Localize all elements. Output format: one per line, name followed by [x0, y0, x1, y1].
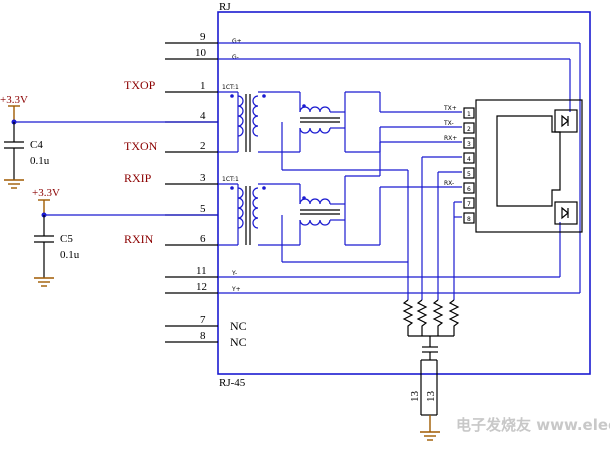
center-tap-wires — [281, 122, 462, 300]
net-label-rxip: RXIP — [124, 171, 152, 185]
pin-number-5: 5 — [200, 203, 206, 215]
transformer-bottom-ratio: 1CT:1 — [222, 176, 239, 183]
jack-signal-tx-minus: TX- — [443, 120, 454, 127]
pin-number-11: 11 — [196, 265, 207, 277]
rj45-component-body — [217, 11, 591, 375]
transformer-bottom: 1CT:1 — [218, 141, 462, 246]
jack-pin-4: 4 — [467, 156, 471, 163]
jack-pin-1: 1 — [467, 111, 471, 118]
left-pins — [165, 42, 218, 343]
led-wires — [218, 42, 581, 294]
jack-pin-3: 3 — [467, 141, 471, 148]
pin-number-6: 6 — [200, 233, 206, 245]
jack-pin-5: 5 — [467, 171, 471, 178]
pin-number-2: 2 — [200, 140, 206, 152]
c4-value: 0.1u — [30, 155, 50, 167]
jack-signal-rx-minus: RX- — [444, 180, 454, 187]
jack-signal-rx-plus: RX+ — [444, 135, 457, 142]
net-label-txon: TXON — [124, 139, 158, 153]
pin-number-10: 10 — [195, 47, 207, 59]
jack-pins: 1 2 3 4 5 6 7 8 — [463, 107, 475, 224]
jack-pin-6: 6 — [467, 186, 471, 193]
pin-number-12: 12 — [196, 281, 207, 293]
pin-number-13b: 13 — [425, 391, 437, 403]
c5-designator: C5 — [60, 233, 73, 245]
pin-number-7: 7 — [200, 314, 206, 326]
pin-13-ground: 13 13 — [409, 359, 440, 441]
pin-number-4: 4 — [200, 110, 206, 122]
pin-10-name: G- — [232, 54, 239, 61]
pin-7-name: NC — [230, 319, 247, 333]
part-name-label: RJ-45 — [219, 377, 246, 389]
power-c5-network: +3.3V C5 0.1u — [32, 187, 218, 287]
jack-pin-7: 7 — [467, 201, 471, 208]
pin-number-13a: 13 — [409, 391, 421, 403]
pin-12-name: Y+ — [231, 286, 241, 293]
pin-11-name: Y- — [231, 270, 237, 277]
transformer-top-ratio: 1CT:1 — [222, 84, 239, 91]
power-c4-network: +3.3V C4 0.1u — [0, 94, 218, 189]
c4-designator: C4 — [30, 139, 43, 151]
pin-9-name: G+ — [232, 38, 242, 45]
net-label-txop: TXOP — [124, 78, 156, 92]
net-label-rxin: RXIN — [124, 232, 154, 246]
pin-number-9: 9 — [200, 31, 206, 43]
resistor-network — [402, 299, 460, 360]
rj45-jack-symbol — [475, 99, 583, 233]
c5-value: 0.1u — [60, 249, 80, 261]
watermark: 电子发烧友 www.elecfans.com — [456, 416, 610, 434]
transformer-top: 1CT:1 — [218, 84, 462, 153]
pin-number-1: 1 — [200, 80, 206, 92]
power-rail-2: +3.3V — [32, 187, 60, 199]
pin-8-name: NC — [230, 335, 247, 349]
jack-signal-tx-plus: TX+ — [443, 105, 457, 112]
pin-number-3: 3 — [200, 172, 206, 184]
designator-label: RJ — [219, 1, 231, 13]
pin-number-8: 8 — [200, 330, 206, 342]
power-rail-1: +3.3V — [0, 94, 28, 106]
jack-pin-2: 2 — [467, 126, 471, 133]
jack-pin-8: 8 — [467, 216, 471, 223]
